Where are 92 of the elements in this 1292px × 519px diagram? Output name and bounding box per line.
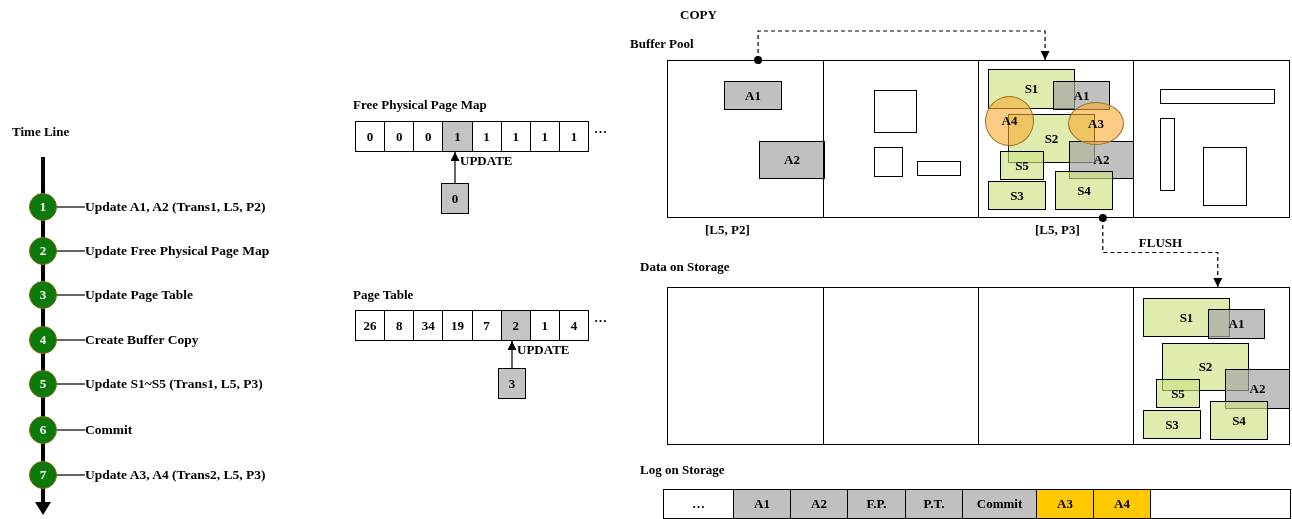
- arrow: [1098, 214, 1223, 288]
- section-title: Data on Storage: [640, 259, 730, 275]
- step-circle: 5: [29, 370, 57, 398]
- table-cell: 0: [413, 121, 444, 152]
- table-cell: 8: [384, 310, 415, 341]
- step-label: Update Page Table: [85, 286, 330, 304]
- record-box: A2: [759, 141, 825, 179]
- record-box: S3: [1143, 410, 1201, 439]
- page-frame: [1133, 287, 1290, 445]
- empty-box: [1160, 118, 1175, 191]
- log-cell: [1150, 489, 1291, 519]
- record-box: S4: [1210, 401, 1268, 440]
- connector-line: [56, 474, 86, 476]
- connector-line: [56, 339, 86, 341]
- table-cell: 1: [529, 310, 560, 341]
- edge-label: COPY: [680, 8, 717, 22]
- section-title: Buffer Pool: [630, 36, 694, 52]
- connector-line: [56, 383, 86, 385]
- table-cell: 26: [355, 310, 386, 341]
- step-circle: 7: [29, 461, 57, 489]
- record-box: S5: [1000, 151, 1044, 180]
- empty-box: [874, 147, 903, 177]
- table-cell: 1: [471, 121, 502, 152]
- table-cell: 7: [471, 310, 502, 341]
- edge-label: UPDATE: [460, 154, 513, 168]
- table-cell: 1: [529, 121, 560, 152]
- page-address: [L5, P3]: [1035, 222, 1080, 238]
- page-frame: [978, 60, 1134, 218]
- log-cell: A2: [790, 489, 848, 519]
- step-circle: 1: [29, 193, 57, 221]
- table-cell: 1: [500, 121, 531, 152]
- record-box: A1: [724, 81, 782, 110]
- page-address: [L5, P2]: [705, 222, 750, 238]
- record-box: S4: [1055, 171, 1113, 210]
- connector-line: [56, 250, 86, 252]
- log-cell: A4: [1093, 489, 1151, 519]
- empty-box: [874, 90, 917, 133]
- log-cell: A1: [733, 489, 791, 519]
- page-frame: [823, 287, 979, 445]
- step-circle: 4: [29, 326, 57, 354]
- connector-line: [56, 294, 86, 296]
- step-label: Commit: [85, 421, 330, 439]
- table-cell: 1: [442, 121, 473, 152]
- step-circle: 3: [29, 281, 57, 309]
- table-cell: 34: [413, 310, 444, 341]
- arrow: [754, 30, 1050, 64]
- record-box: S3: [988, 181, 1046, 210]
- table-cell: 0: [355, 121, 386, 152]
- step-label: Update S1~S5 (Trans1, L5, P3): [85, 375, 330, 393]
- empty-box: [1160, 89, 1275, 104]
- page-frame: [978, 287, 1134, 445]
- table-cell: 0: [441, 183, 469, 214]
- table-cell: 3: [498, 368, 526, 399]
- step-label: Update Free Physical Page Map: [85, 242, 330, 260]
- record-box: A2: [1225, 369, 1290, 409]
- step-circle: 6: [29, 416, 57, 444]
- record-box: A1: [1208, 309, 1265, 339]
- log-cell: P.T.: [905, 489, 963, 519]
- page-frame: [667, 60, 824, 218]
- record-box: A2: [1069, 141, 1134, 179]
- ellipsis: …: [594, 310, 607, 326]
- table-cell: 0: [384, 121, 415, 152]
- arrow: [507, 340, 517, 369]
- page-frame: [667, 287, 824, 445]
- record-box: S5: [1156, 379, 1200, 408]
- log-cell: …: [663, 489, 734, 519]
- page-frame: [823, 60, 979, 218]
- section-title: Free Physical Page Map: [353, 97, 487, 113]
- table-cell: 1: [558, 121, 589, 152]
- connector-line: [56, 429, 86, 431]
- empty-box: [917, 161, 961, 176]
- table-cell: 2: [500, 310, 531, 341]
- section-title: Log on Storage: [640, 462, 725, 478]
- section-title: Page Table: [353, 287, 414, 303]
- step-label: Update A3, A4 (Trans2, L5, P3): [85, 466, 330, 484]
- log-cell: Commit: [962, 489, 1037, 519]
- arrow: [450, 151, 460, 184]
- record-oval: A4: [985, 96, 1034, 146]
- log-cell: F.P.: [847, 489, 906, 519]
- log-cell: A3: [1036, 489, 1094, 519]
- section-title: Time Line: [12, 124, 70, 140]
- step-label: Create Buffer Copy: [85, 331, 330, 349]
- table-cell: 19: [442, 310, 473, 341]
- ellipsis: …: [594, 121, 607, 137]
- page-frame: [1133, 60, 1290, 218]
- edge-label: UPDATE: [517, 343, 570, 357]
- empty-box: [1203, 147, 1247, 206]
- record-box: A1: [1053, 81, 1110, 110]
- table-cell: 4: [558, 310, 589, 341]
- connector-line: [56, 206, 86, 208]
- step-circle: 2: [29, 237, 57, 265]
- step-label: Update A1, A2 (Trans1, L5, P2): [85, 198, 330, 216]
